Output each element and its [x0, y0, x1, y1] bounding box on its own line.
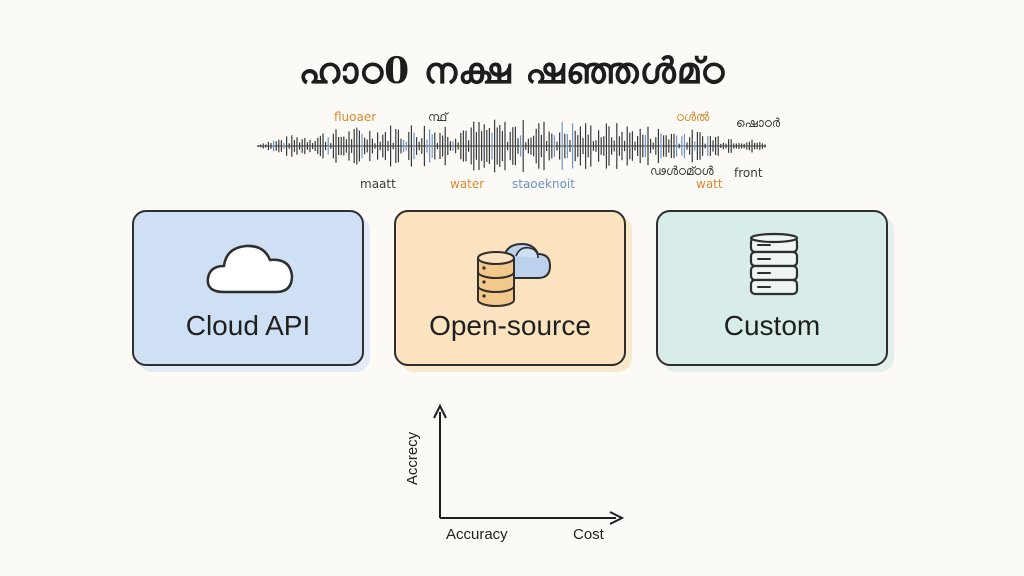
waveform-label-top-2: ന്ഥ്	[428, 110, 448, 124]
y-axis-label: Accrecy	[404, 431, 422, 486]
waveform-label-right-1: ഷൊഠർ	[736, 116, 781, 130]
card-cloud-api[interactable]: Cloud API	[132, 210, 364, 366]
waveform-label-top-1: fluoaer	[334, 110, 377, 124]
server-stack-icon	[749, 232, 799, 296]
card-label-cloud-api: Cloud API	[185, 310, 311, 341]
x-axis-label-left: Accuracy	[446, 526, 508, 543]
waveform-label-top-3: ഠൾൽ	[676, 110, 710, 124]
cloud-database-icon	[477, 242, 552, 307]
waveform-label-bottom-2: water	[450, 177, 485, 191]
x-axis-arrow	[609, 511, 625, 525]
cloud-icon	[206, 244, 294, 294]
card-label-open-source: Open-source	[429, 310, 591, 341]
card-label-custom: Custom	[723, 310, 821, 341]
waveform-label-bottom-5: watt	[696, 177, 723, 191]
card-open-source[interactable]: Open-source	[394, 210, 626, 366]
waveform-label-bottom-1: maatt	[360, 177, 396, 191]
x-axis-label-right: Cost	[573, 526, 604, 543]
card-custom[interactable]: Custom	[656, 210, 888, 366]
diagram-title: ഹാഠ0 നക്ഷ ഷഞ്ഞൾമ്ഠ	[298, 50, 726, 92]
y-axis-arrow	[433, 403, 447, 419]
waveform-label-bottom-4: ഢൾഠമ്ഠൾ	[650, 164, 714, 178]
waveform-label-bottom-3: staoeknoit	[512, 177, 575, 191]
waveform-label-bottom-6: front	[734, 166, 763, 180]
